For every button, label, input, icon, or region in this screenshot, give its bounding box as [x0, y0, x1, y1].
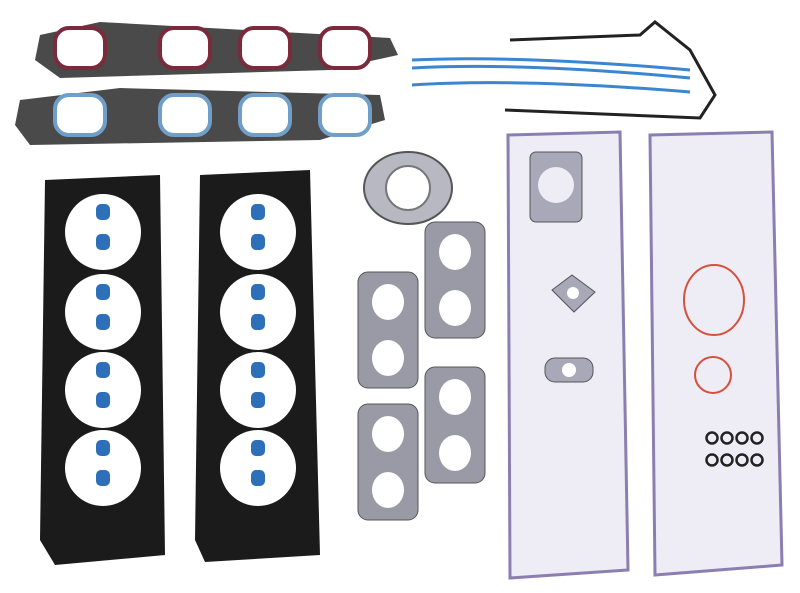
- intake-port: [158, 93, 212, 137]
- cylinder-bore: [65, 430, 141, 506]
- valve-stem-seal: [96, 204, 110, 220]
- throttle-body-gasket: [529, 151, 583, 223]
- exhaust-port: [439, 290, 471, 326]
- valve-stem-seal: [251, 440, 265, 456]
- small-o-ring: [735, 431, 749, 445]
- intake-gasket-lower: [15, 88, 385, 145]
- valve-stem-seal: [96, 362, 110, 378]
- exhaust-flange-gasket: [363, 151, 453, 225]
- intake-port: [53, 93, 107, 137]
- valve-stem-seal: [251, 234, 265, 250]
- valve-stem-seal: [96, 234, 110, 250]
- head-gasket-left: [40, 175, 165, 565]
- intake-port: [53, 26, 107, 70]
- valve-stem-seal: [96, 284, 110, 300]
- small-o-ring: [735, 453, 749, 467]
- valve-stem-seal: [251, 314, 265, 330]
- intake-port: [318, 93, 372, 137]
- timing-cover-seals: [411, 20, 717, 120]
- valve-stem-seal: [96, 314, 110, 330]
- intake-port: [238, 26, 292, 70]
- valve-cover-gasket-left: [506, 130, 630, 580]
- valve-stem-seal: [96, 470, 110, 486]
- small-o-rings: [705, 431, 764, 467]
- exhaust-port: [439, 379, 471, 415]
- cylinder-bore: [220, 194, 296, 270]
- small-o-ring: [750, 431, 764, 445]
- exhaust-port: [372, 340, 404, 376]
- exhaust-port: [439, 435, 471, 471]
- valve-stem-seal: [96, 440, 110, 456]
- cylinder-bore: [220, 274, 296, 350]
- intake-port: [318, 26, 372, 70]
- valve-stem-seal: [251, 392, 265, 408]
- intake-gasket-upper: [35, 22, 398, 78]
- small-o-ring: [720, 431, 734, 445]
- exhaust-port: [372, 416, 404, 452]
- o-ring-large: [683, 264, 745, 336]
- cylinder-bore: [65, 352, 141, 428]
- intake-port: [238, 93, 292, 137]
- valve-stem-seal: [251, 362, 265, 378]
- cylinder-bore: [220, 352, 296, 428]
- cylinder-bore: [65, 194, 141, 270]
- head-gasket-right: [195, 170, 320, 562]
- intake-port: [158, 26, 212, 70]
- exhaust-port: [372, 472, 404, 508]
- small-o-ring: [705, 431, 719, 445]
- exhaust-port: [372, 284, 404, 320]
- valve-stem-seal: [251, 284, 265, 300]
- iac-gasket: [551, 274, 596, 313]
- egr-gasket: [544, 357, 594, 383]
- valve-stem-seal: [251, 204, 265, 220]
- valve-stem-seal: [251, 470, 265, 486]
- valve-stem-seal: [96, 392, 110, 408]
- o-ring-medium: [694, 356, 732, 394]
- exhaust-port: [439, 234, 471, 270]
- small-o-ring: [720, 453, 734, 467]
- cylinder-bore: [65, 274, 141, 350]
- exhaust-manifold-gaskets: [357, 221, 486, 521]
- small-o-ring: [750, 453, 764, 467]
- small-o-ring: [705, 453, 719, 467]
- valve-cover-gasket-right: [648, 130, 784, 577]
- cylinder-bore: [220, 430, 296, 506]
